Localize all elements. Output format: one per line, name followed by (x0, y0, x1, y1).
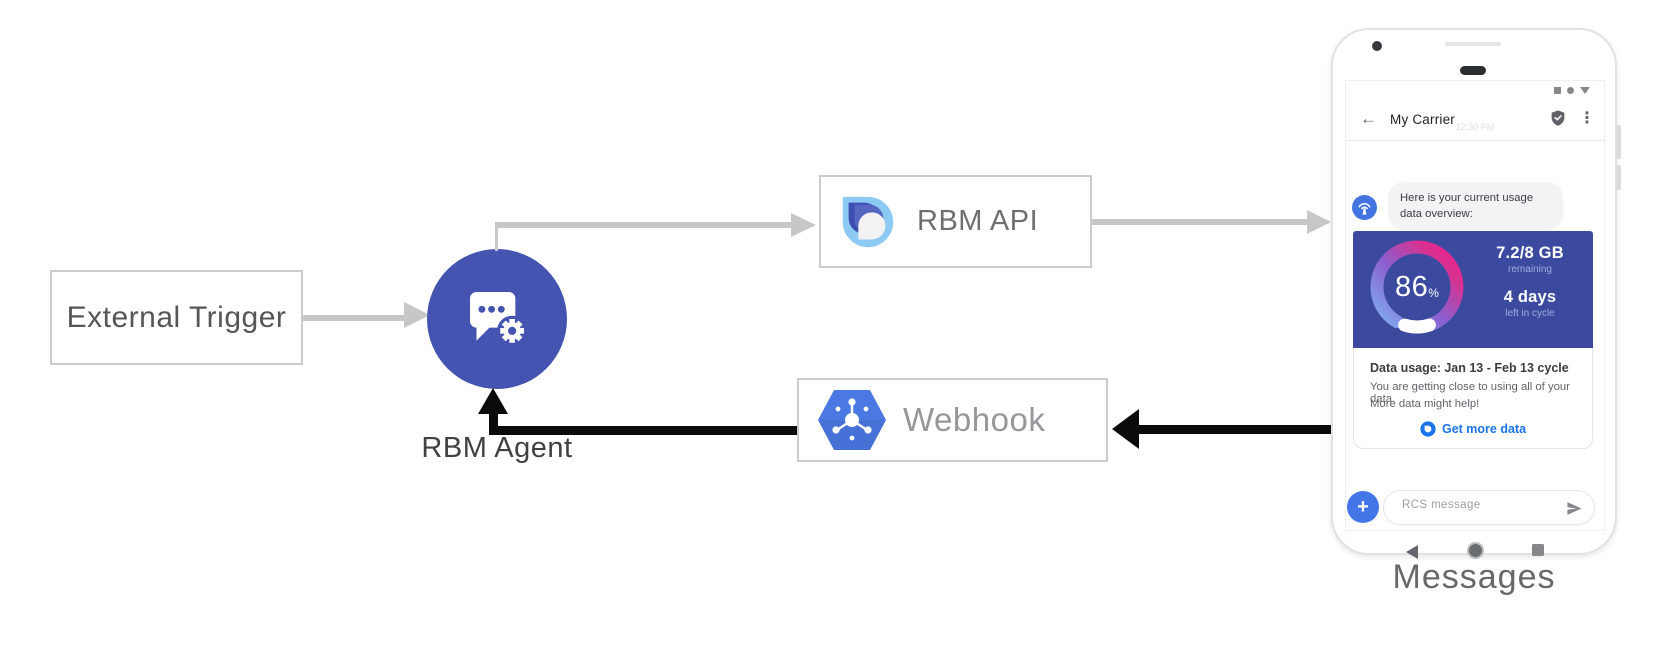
usage-stats: 7.2/8 GB remaining 4 days left in cycle (1473, 244, 1587, 319)
attach-plus-button[interactable]: + (1347, 491, 1379, 523)
usage-card-details: Data usage: Jan 13 - Feb 13 cycle You ar… (1353, 348, 1593, 449)
rbm-agent-label: RBM Agent (421, 432, 573, 464)
cycle-days-value: 4 days (1503, 288, 1557, 306)
usage-gauge-panel: 86 % 7.2/8 GB remaining 4 days left in c… (1353, 231, 1593, 348)
bot-message-bubble: Here is your current usage data overview… (1388, 182, 1563, 231)
arrow-trigger-to-agent (303, 315, 405, 321)
arrowhead-api-to-phone (1307, 210, 1331, 234)
signal-square-icon (1554, 87, 1561, 94)
back-arrow-icon[interactable]: ← (1360, 109, 1377, 128)
rbm-api-node: RBM API (819, 175, 1092, 268)
message-input-pill (1383, 490, 1595, 525)
message-timestamp: 12:30 PM (1455, 122, 1495, 132)
arrowhead-phone-to-webhook (1112, 409, 1139, 449)
remaining-label: remaining (1508, 264, 1552, 275)
arrowhead-trigger-to-agent (404, 302, 430, 328)
usage-percent-value: 86 (1395, 270, 1429, 303)
usage-percent: 86 % (1365, 235, 1469, 339)
arrow-agent-to-api (495, 222, 791, 228)
earpiece (1460, 66, 1486, 75)
rbm-api-label: RBM API (917, 205, 1039, 237)
nav-back-button[interactable] (1406, 545, 1418, 559)
external-trigger-label: External Trigger (66, 300, 287, 334)
arrowhead-agent-to-api (791, 213, 816, 237)
phone-screen: ← My Carrier ⋮ 12:30 PM Here is your cur… (1345, 80, 1605, 559)
nav-recents-button[interactable] (1532, 544, 1544, 556)
arrow-phone-to-webhook (1139, 425, 1331, 434)
carrier-antenna-icon (1358, 203, 1371, 215)
send-icon[interactable] (1566, 500, 1583, 517)
arrowhead-webhook-to-agent (478, 388, 508, 414)
power-button (1616, 165, 1621, 190)
phone-mockup: ← My Carrier ⋮ 12:30 PM Here is your cur… (1331, 28, 1621, 559)
rcs-message-input[interactable] (1400, 498, 1554, 512)
webhook-node: Webhook (797, 378, 1108, 462)
conversation-title: My Carrier (1390, 112, 1455, 127)
arrow-webhook-to-agent-vertical (489, 413, 498, 435)
verified-badge-icon (1551, 110, 1565, 126)
conversation-header: ← My Carrier ⋮ (1346, 101, 1604, 141)
front-camera (1372, 41, 1382, 51)
connector-agent-to-api (495, 226, 498, 251)
usage-card-body-line2: More data might help! (1370, 398, 1480, 410)
webhook-label: Webhook (903, 401, 1046, 438)
usage-card-body-line1: You are getting close to using all of yo… (1370, 381, 1570, 405)
remaining-value: 7.2/8 GB (1496, 244, 1564, 262)
agent-avatar (1352, 195, 1377, 220)
phone-caption: Messages (1392, 558, 1556, 596)
cycle-days-label: left in cycle (1505, 308, 1555, 319)
arrow-webhook-to-agent (489, 426, 797, 435)
overflow-menu-icon[interactable]: ⋮ (1579, 110, 1595, 127)
external-trigger-node: External Trigger (50, 270, 303, 365)
usage-rich-card: 86 % 7.2/8 GB remaining 4 days left in c… (1353, 231, 1593, 449)
rbm-api-logo-icon (842, 196, 894, 247)
chat-gear-icon (470, 292, 528, 346)
status-bar (1554, 87, 1590, 94)
webhook-hexagon-icon (818, 390, 886, 450)
volume-button (1616, 125, 1621, 159)
rbm-agent-node (427, 249, 567, 389)
usage-percent-unit: % (1428, 285, 1439, 300)
usage-donut-gauge (1370, 240, 1464, 334)
signal-dot-icon (1567, 87, 1574, 94)
usage-card-heading: Data usage: Jan 13 - Feb 13 cycle (1370, 361, 1569, 375)
signal-triangle-icon (1580, 87, 1590, 94)
get-more-data-icon (1420, 421, 1436, 437)
get-more-data-label: Get more data (1441, 422, 1527, 436)
nav-home-button[interactable] (1467, 542, 1484, 559)
arrow-api-to-phone (1092, 219, 1308, 225)
speaker-slot (1445, 42, 1501, 46)
get-more-data-button[interactable]: Get more data (1354, 421, 1592, 437)
